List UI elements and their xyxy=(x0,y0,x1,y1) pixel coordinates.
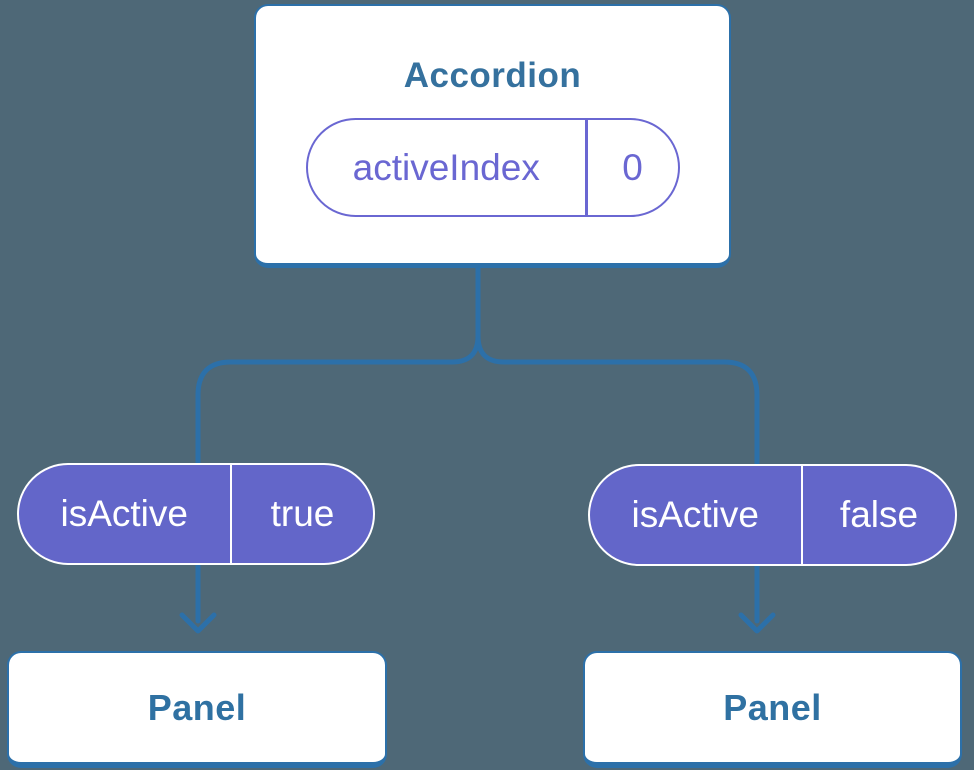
panel-title: Panel xyxy=(147,686,247,728)
arrow-down-icon xyxy=(179,612,217,634)
prop-value: true xyxy=(270,493,335,534)
prop-name: isActive xyxy=(60,493,188,534)
component-title: Accordion xyxy=(403,56,582,95)
arrow-down-icon xyxy=(738,612,776,634)
panel-title: Panel xyxy=(723,686,822,728)
prop-pill-divider xyxy=(800,466,803,564)
prop-name: isActive xyxy=(631,494,759,535)
state-pill: activeIndex 0 xyxy=(305,118,680,217)
prop-pill-right: isActive false xyxy=(588,464,957,566)
prop-pill-divider xyxy=(229,465,232,563)
prop-pill-left: isActive true xyxy=(17,463,375,565)
state-value: 0 xyxy=(622,146,643,188)
state-pill-divider xyxy=(585,120,588,215)
state-name: activeIndex xyxy=(352,146,540,188)
prop-value: false xyxy=(839,494,919,535)
panel-card-right: Panel xyxy=(583,651,962,768)
connector-branch-right xyxy=(475,263,760,624)
connector-branch-left xyxy=(195,263,481,624)
accordion-card: Accordion activeIndex 0 xyxy=(254,4,731,268)
panel-card-left: Panel xyxy=(7,651,387,768)
